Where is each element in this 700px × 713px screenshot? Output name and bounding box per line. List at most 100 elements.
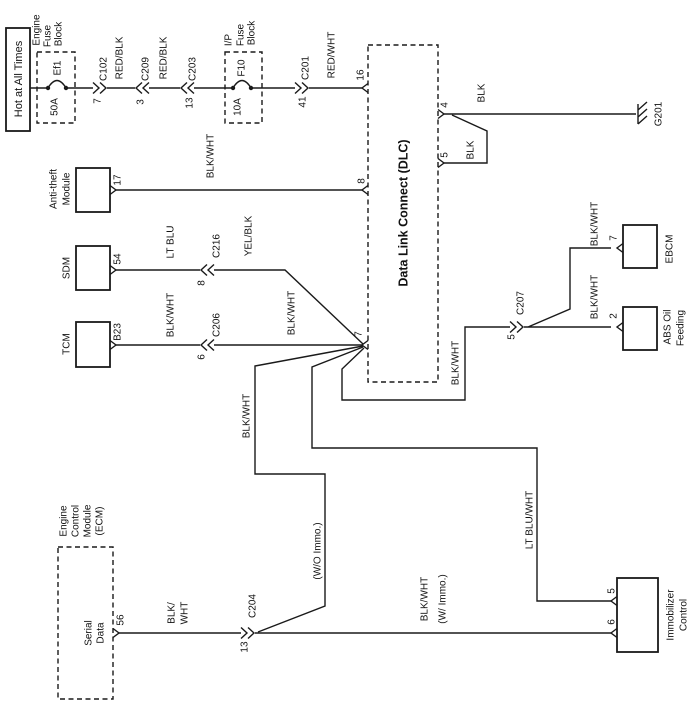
connector-c102-icon [92,81,108,95]
power-feed-circuit: Hot at All Times Engine Fuse Block Ef1 5… [5,14,362,132]
immobilizer-label: Control [679,599,690,631]
connector-c216-icon [199,263,215,277]
wire-dlc7-to-c207 [341,326,510,401]
connector-c201-pin: 41 [298,96,309,108]
wire-label-blk: BLK [466,140,477,159]
module-sdm: SDM 54 LT BLU C216 8 YEL/BLK [62,215,364,345]
dlc-pin-7: 7 [354,331,365,337]
immobilizer-label: Immobilizer [666,589,677,641]
wire-label-blk: BLK [477,83,488,102]
wire-label-blk-wht: BLK/WHT [287,291,298,335]
connector-c216-pin: 8 [197,280,208,286]
ip-fuse-block-box [224,51,263,124]
ground-icon [637,101,648,125]
c207-ebcm-abs-circuit: C207 5 BLK/WHT BLK/WHT 7 EBCM 2 ABS Oil … [507,202,687,351]
module-antitheft: Anti-theft Module 17 BLK/WHT [49,134,362,213]
junction-dot [63,85,69,91]
connector-c203-icon [179,81,195,95]
wire-label-red-wht: RED/WHT [327,32,338,79]
dlc-pin-4: 4 [440,102,451,108]
module-dlc: Data Link Connect (DLC) 16 8 7 4 5 [354,44,451,383]
wire-label-blk-wht: BLK/WHT [206,134,217,178]
pin-arrow-icon [360,82,369,94]
sdm-label: SDM [62,257,73,279]
ip-fuse-block-label: Block [247,20,258,45]
connector-c207-pin: 5 [507,334,518,340]
ip-fuse-block-label: I/P [224,34,235,47]
ecm-label: Engine [59,505,70,537]
ecm-pin: 56 [116,614,127,626]
pin-arrow-icon [615,321,624,333]
connector-c209-icon [134,81,150,95]
connector-c201-id: C201 [301,56,312,80]
pin-arrow-icon [360,184,369,196]
wire-label-blk-wht: BLK/WHT [166,293,177,337]
wire-label-blk-wht: BLK/WHT [590,275,601,319]
pin-arrow-icon [437,157,446,169]
antitheft-box [75,167,111,213]
antitheft-label: Module [62,172,73,205]
connector-c209-pin: 3 [136,99,147,105]
ground-id: G201 [654,101,665,126]
wire-label-blk-wht: BLK/WHT [590,202,601,246]
connector-c216-id: C216 [212,234,223,258]
pin-arrow-icon [609,627,618,639]
ecm-label: Module [83,504,94,537]
wire-sdm-to-dlc7 [116,269,364,345]
ecm-label: (ECM) [95,507,106,536]
wire-label-red-blk: RED/BLK [159,36,170,79]
pin-arrow-icon [109,264,118,276]
dlc-pin7-branches: BLK/WHT (W/O Immo.) LT BLU/WHT BLK/WHT [242,326,611,633]
tcm-box [75,321,111,368]
connector-c203-pin: 13 [185,97,196,109]
ecm-immobilizer-circuit: Engine Control Module (ECM) Serial Data … [57,504,690,700]
immobilizer-box [616,577,659,653]
connector-c204-id: C204 [248,594,259,618]
wire-label-blk-wht: WHT [180,602,191,625]
wire-note-w-immo: (W/ Immo.) [438,574,449,623]
connector-c204-icon [240,626,256,640]
dlc-box [367,44,439,383]
ground-circuit: BLK BLK G201 [444,83,665,164]
antitheft-pin: 17 [113,174,124,186]
engine-fuse-block-label: Block [54,21,65,46]
connector-c209-id: C209 [141,57,152,81]
ebcm-label: EBCM [665,235,676,264]
wire-label-blk-wht: BLK/WHT [420,577,431,621]
connector-c206-id: C206 [212,313,223,337]
ip-fuse-block-label: Fuse [236,23,247,46]
hot-at-all-times-box [5,27,31,132]
fuse-f10-rating: 10A [233,98,244,116]
junction-dot [230,85,236,91]
ecm-signal-label: Data [96,622,107,644]
fuse-f10-icon [232,79,252,89]
wire-dlc7-to-immobilizer5 [311,346,611,602]
fuse-ef1-label: Ef1 [53,60,64,75]
tcm-label: TCM [62,333,73,355]
connector-c204-pin: 13 [240,641,251,653]
pin-arrow-icon [615,242,624,254]
abs-label: Feeding [676,310,687,346]
fuse-ef1-icon [47,79,67,89]
dlc-title: Data Link Connect (DLC) [397,139,411,286]
wire-dlc5-jumper [444,114,488,164]
dlc-pin-8: 8 [357,178,368,184]
sdm-pin: 54 [113,253,124,265]
wire-label-blk-wht: BLK/WHT [451,341,462,385]
connector-c201-icon [294,81,310,95]
junction-dot [248,85,254,91]
wire-label-blk-wht: BLK/WHT [242,394,253,438]
tcm-pin: B23 [113,323,124,341]
abs-pin: 2 [609,313,620,319]
pin-arrow-icon [112,627,121,639]
hot-at-all-times-label: Hot at All Times [13,40,25,117]
connector-c207-icon [509,320,525,334]
abs-box [622,306,658,351]
connector-c102-id: C102 [99,57,110,81]
engine-fuse-block-label: Engine [32,14,43,46]
pin-arrow-icon [437,108,446,120]
sdm-box [75,245,111,291]
ecm-label: Control [71,505,82,537]
